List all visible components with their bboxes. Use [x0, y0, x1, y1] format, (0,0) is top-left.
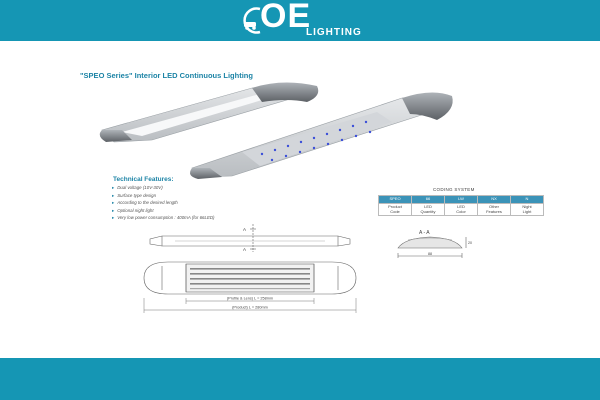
- section-aa-drawing: [397, 236, 467, 258]
- feature-item: Dual voltage (10V-30V): [112, 184, 215, 192]
- product-render-image: [99, 82, 453, 179]
- section-view-label: A - A: [419, 230, 430, 236]
- logo-car-icon: [243, 7, 261, 34]
- label-line: Other: [488, 204, 499, 209]
- feature-item: Optional night light: [112, 207, 215, 215]
- side-profile-drawing: [149, 224, 351, 252]
- section-height-dimension: 20: [468, 241, 472, 245]
- dimension-product-length: (Product) L = 280mm: [232, 306, 268, 310]
- dimension-profile-length: (Profile & Lens) L = 258mm: [227, 297, 273, 301]
- logo-sub-text: LIGHTING: [306, 27, 362, 38]
- logo-main-text: OE: [260, 0, 312, 35]
- coding-code-row: SPEO 66 LW NX N: [378, 195, 544, 204]
- coding-system-title: CODING SYSTEM: [433, 187, 475, 192]
- label-line: Color: [456, 208, 466, 214]
- company-logo: OE LIGHTING: [238, 0, 388, 40]
- feature-item: Very low power consumption : 400mA (for …: [112, 214, 214, 222]
- technical-features-list: Dual voltage (10V-30V) Surface type desi…: [112, 184, 215, 222]
- section-marker-top: A: [243, 227, 246, 232]
- label-line: Quantity: [420, 208, 436, 214]
- label-line: Features: [486, 208, 502, 214]
- label-line: LED: [457, 204, 465, 209]
- footer-band: [0, 358, 600, 400]
- section-marker-bottom: A: [243, 247, 246, 252]
- label-line: LED: [424, 204, 432, 209]
- feature-item: Surface type design: [112, 192, 215, 200]
- label-line: Product: [388, 204, 402, 209]
- section-width-dimension: 88: [428, 252, 432, 256]
- led-grid: [190, 268, 310, 290]
- label-line: Code: [390, 208, 400, 214]
- header-band: [0, 0, 600, 41]
- technical-features-heading: Technical Features:: [113, 176, 174, 183]
- label-line: Night: [522, 204, 532, 209]
- document-title: "SPEO Series" Interior LED Continuous Li…: [80, 71, 253, 80]
- feature-item: According to the desired length: [112, 199, 215, 207]
- label-line: Light: [522, 208, 532, 214]
